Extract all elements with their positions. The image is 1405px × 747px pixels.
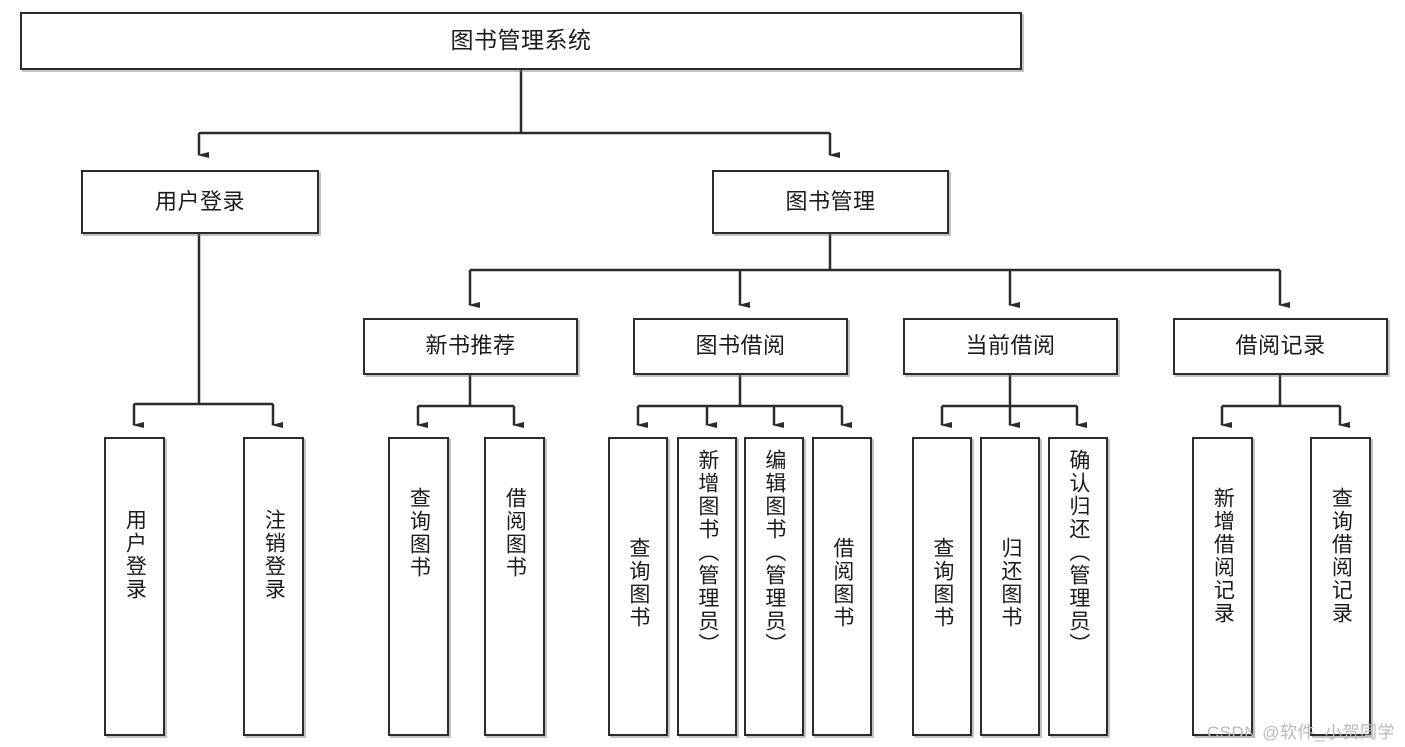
node-label: 当前借阅 (965, 333, 1056, 359)
node-label: 新书推荐 (425, 333, 516, 359)
leaf-label: 新增借阅记录 (1211, 487, 1235, 625)
leaf-label: 查询图书 (407, 487, 431, 579)
leaf-user-login[interactable]: 用户登录 (104, 437, 165, 736)
leaf-confirm-return-admin[interactable]: 确认归还（管理员） (1048, 437, 1108, 736)
node-current-borrow[interactable]: 当前借阅 (903, 318, 1118, 375)
leaf-borrow-book[interactable]: 借阅图书 (812, 437, 872, 736)
node-borrow-record[interactable]: 借阅记录 (1173, 318, 1388, 375)
leaf-label: 编辑图书（管理员） (762, 449, 786, 656)
leaf-label: 注销登录 (262, 509, 286, 601)
watermark: CSDN @软件_小贺同学 (1206, 723, 1395, 742)
node-user-login[interactable]: 用户登录 (81, 170, 319, 234)
leaf-label: 归还图书 (998, 537, 1022, 629)
leaf-query-borrow-record[interactable]: 查询借阅记录 (1310, 437, 1371, 736)
node-label: 图书管理 (785, 188, 876, 214)
node-book-management[interactable]: 图书管理 (712, 170, 949, 234)
leaf-add-borrow-record[interactable]: 新增借阅记录 (1192, 437, 1253, 736)
leaf-add-book-admin[interactable]: 新增图书（管理员） (677, 437, 737, 736)
leaf-label: 查询借阅记录 (1329, 487, 1353, 625)
leaf-label: 查询图书 (930, 537, 954, 629)
node-label: 用户登录 (154, 188, 245, 214)
node-label: 图书管理系统 (450, 27, 592, 54)
leaf-label: 新增图书（管理员） (695, 449, 719, 656)
node-label: 图书借阅 (695, 333, 786, 359)
leaf-query-book-borrow[interactable]: 查询图书 (608, 437, 668, 736)
leaf-query-book-recommend[interactable]: 查询图书 (388, 437, 449, 736)
leaf-logout[interactable]: 注销登录 (243, 437, 304, 736)
leaf-label: 查询图书 (626, 537, 650, 629)
leaf-query-book-current[interactable]: 查询图书 (912, 437, 972, 736)
leaf-label: 借阅图书 (830, 537, 854, 629)
node-new-book-recommend[interactable]: 新书推荐 (363, 318, 578, 375)
node-root-system[interactable]: 图书管理系统 (20, 12, 1022, 70)
leaf-label: 借阅图书 (503, 487, 527, 579)
leaf-borrow-book-recommend[interactable]: 借阅图书 (484, 437, 545, 736)
leaf-edit-book-admin[interactable]: 编辑图书（管理员） (744, 437, 804, 736)
leaf-label: 用户登录 (123, 509, 147, 601)
node-book-borrow[interactable]: 图书借阅 (633, 318, 848, 375)
leaf-label: 确认归还（管理员） (1066, 449, 1090, 656)
leaf-return-book[interactable]: 归还图书 (980, 437, 1040, 736)
node-label: 借阅记录 (1235, 333, 1326, 359)
